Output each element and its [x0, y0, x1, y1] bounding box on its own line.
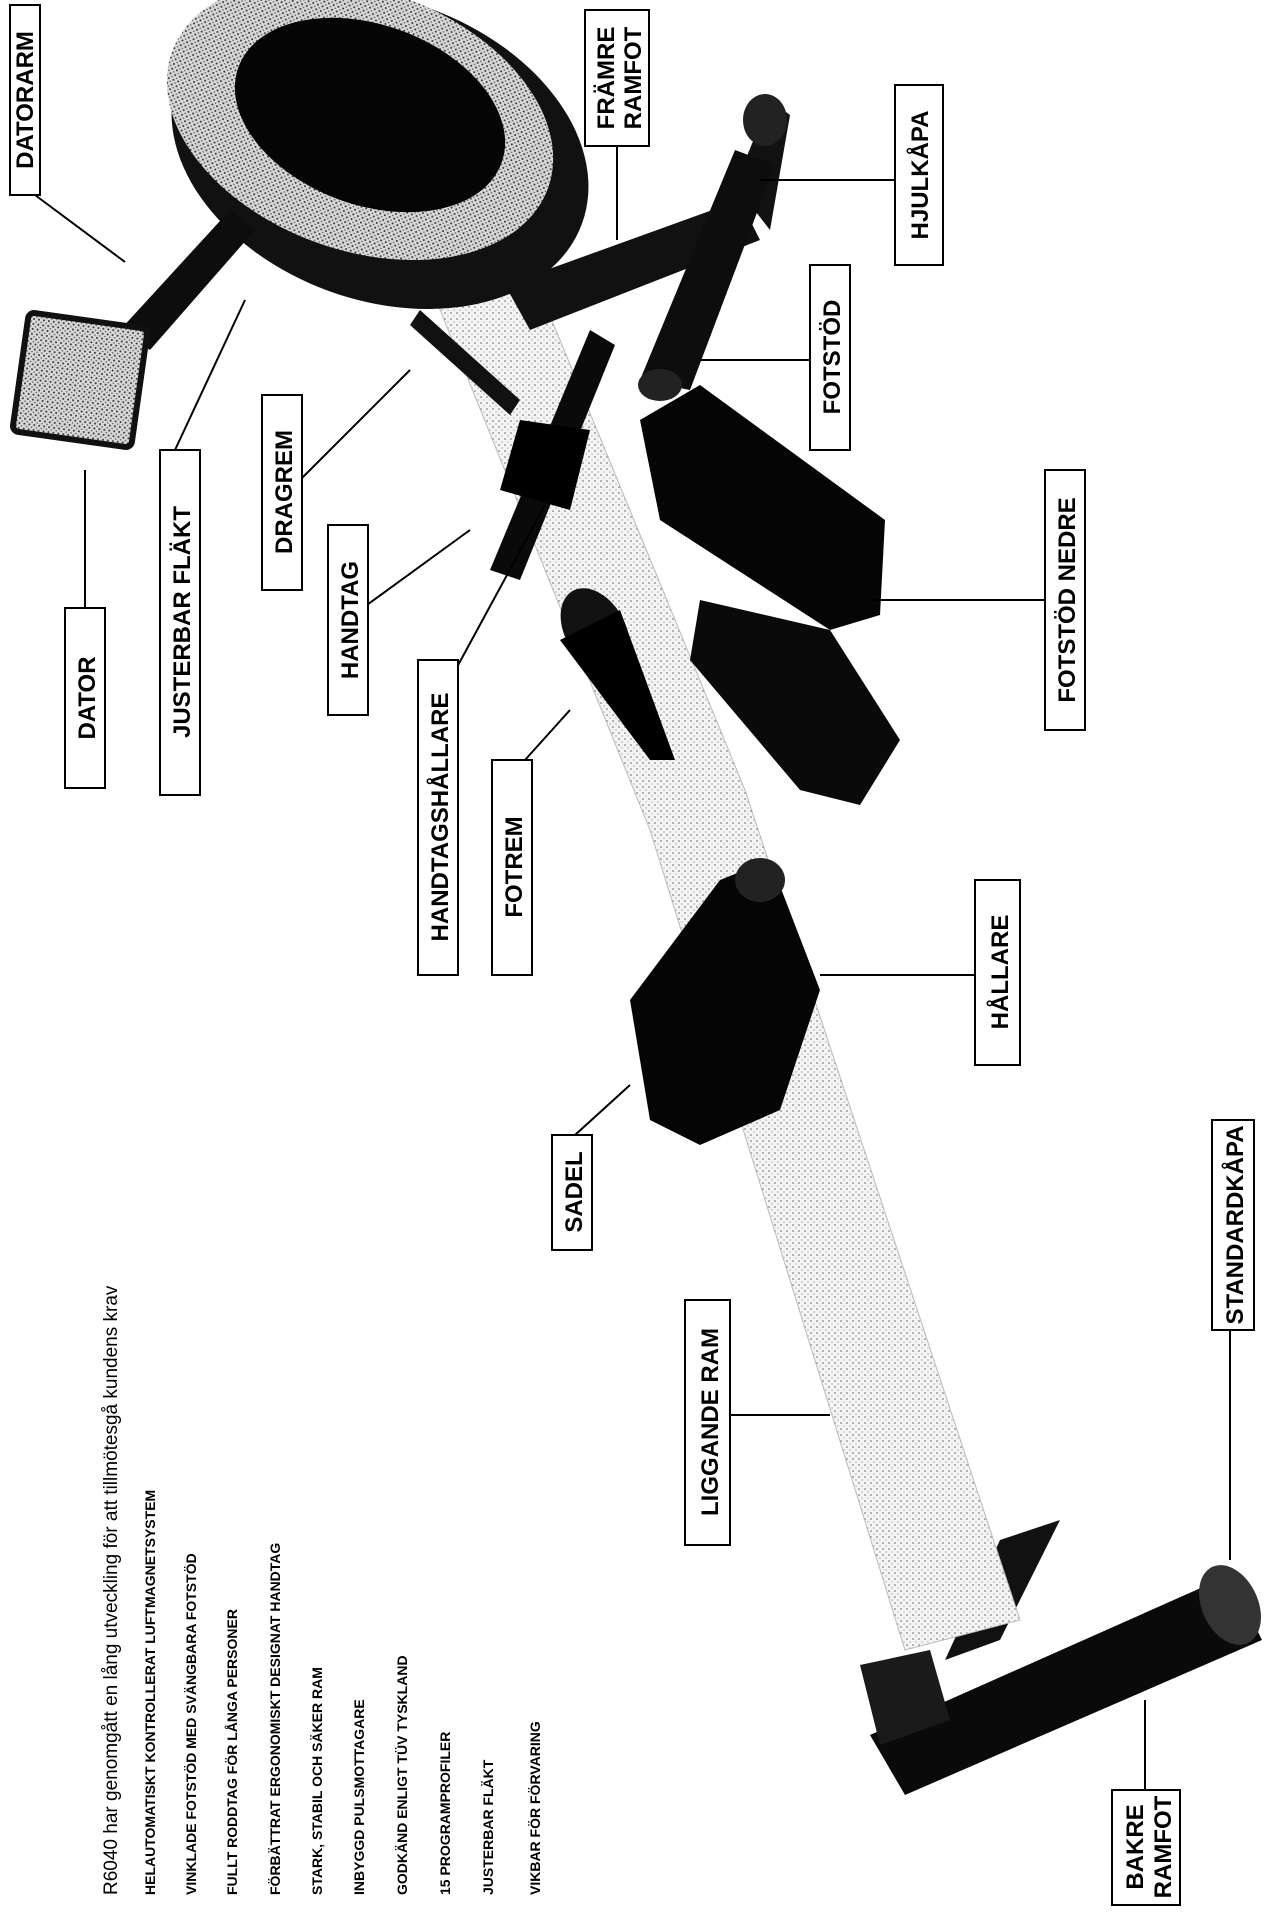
feature-item: JUSTERBAR FLÄKT: [480, 1759, 496, 1895]
label-dator: DATOR: [64, 607, 106, 789]
fan-housing: [166, 0, 589, 309]
leader-lines: [34, 145, 1231, 1790]
label-fotstod: FOTSTÖD: [809, 264, 851, 451]
label-fotstod-text: FOTSTÖD: [819, 300, 846, 415]
label-dragrem: DRAGREM: [261, 394, 303, 591]
feature-item: INBYGGD PULSMOTTAGARE: [351, 1699, 367, 1895]
label-sadel-text: SADEL: [561, 1151, 588, 1232]
feature-item: FULLT RODDTAG FÖR LÅNGA PERSONER: [224, 1609, 240, 1895]
label-standardkapa: STANDARDKÅPA: [1211, 1119, 1255, 1331]
label-hallare: HÅLLARE: [974, 879, 1021, 1066]
label-dragrem-text: DRAGREM: [271, 430, 298, 554]
label-handtagshallare: HANDTAGSHÅLLARE: [417, 659, 459, 976]
label-hjulkapa: HJULKÅPA: [894, 84, 944, 266]
label-handtag-text: HANDTAG: [337, 561, 364, 679]
feature-item: 15 PROGRAMPROFILER: [437, 1732, 453, 1895]
label-fotrem: FOTREM: [491, 759, 533, 976]
label-fotstod-nedre: FOTSTÖD NEDRE: [1044, 469, 1086, 731]
label-liggande-ram: LIGGANDE RAM: [684, 1299, 731, 1546]
feature-item: VIKBAR FÖR FÖRVARING: [527, 1721, 543, 1895]
feature-item: HELAUTOMATISKT KONTROLLERAT LUFTMAGNETSY…: [142, 1490, 158, 1895]
label-handtag: HANDTAG: [327, 524, 369, 716]
label-datorarm-text: DATORARM: [12, 31, 39, 169]
label-hallare-text: HÅLLARE: [986, 915, 1014, 1030]
label-fotstod-nedre-text: FOTSTÖD NEDRE: [1054, 497, 1081, 702]
label-standardkapa-text: STANDARDKÅPA: [1221, 1125, 1249, 1324]
label-sadel: SADEL: [551, 1134, 593, 1251]
label-framre-ramfot-text-1: FRÄMRE: [593, 27, 620, 130]
footplate: [560, 385, 900, 805]
label-framre-ramfot-text-2: RAMFOT: [620, 26, 647, 129]
pull-strap: [410, 310, 520, 415]
computer-assembly: [10, 210, 255, 450]
label-framre-ramfot: FRÄMRE RAMFOT: [584, 9, 650, 147]
feature-item: GODKÄND ENLIGT TÜV TYSKLAND: [394, 1655, 410, 1895]
seat: [630, 858, 820, 1145]
feature-item: FÖRBÄTTRAT ERGONOMISKT DESIGNAT HANDTAG: [267, 1543, 283, 1895]
label-hjulkapa-text: HJULKÅPA: [906, 111, 934, 240]
front-frame: [505, 94, 790, 401]
label-dator-text: DATOR: [74, 656, 101, 739]
label-datorarm: DATORARM: [9, 4, 41, 196]
label-justerbar-flakt: JUSTERBAR FLÄKT: [159, 449, 201, 796]
intro-text: R6040 har genomgått en lång utveckling f…: [101, 1285, 122, 1895]
label-justerbar-flakt-text: JUSTERBAR FLÄKT: [169, 506, 196, 738]
handle: [490, 330, 615, 580]
label-liggande-ram-text: LIGGANDE RAM: [697, 1328, 724, 1516]
intro-and-features: R6040 har genomgått en lång utveckling f…: [101, 1285, 543, 1895]
feature-item: STARK, STABIL OCH SÄKER RAM: [309, 1667, 325, 1895]
label-bakre-ramfot-text-2: RAMFOT: [1150, 1795, 1177, 1898]
feature-item: VINKLADE FOTSTÖD MED SVÄNGBARA FOTSTÖD: [183, 1553, 199, 1895]
label-bakre-ramfot-text-1: BAKRE: [1122, 1804, 1149, 1889]
label-fotrem-text: FOTREM: [501, 816, 528, 917]
label-bakre-ramfot: BAKRE RAMFOT: [1111, 1789, 1181, 1906]
label-handtagshallare-text: HANDTAGSHÅLLARE: [426, 693, 454, 942]
